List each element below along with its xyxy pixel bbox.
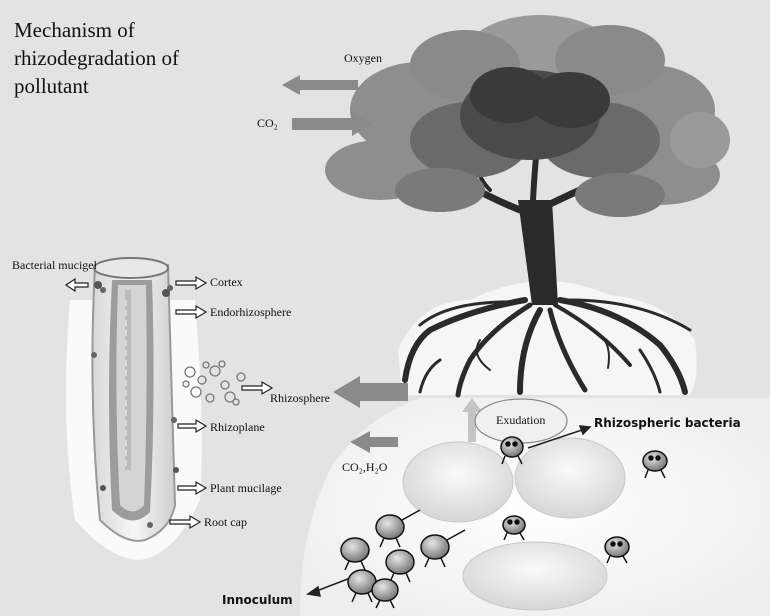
exudation-label: Exudation — [496, 413, 545, 428]
diagram-title: Mechanism of rhizodegradation of polluta… — [14, 16, 234, 100]
rhizoplane-label: Rhizoplane — [210, 420, 265, 435]
endorhizosphere-label: Endorhizosphere — [210, 305, 291, 320]
oxygen-arrow — [282, 75, 358, 95]
co2-h2o-label: CO₂,H₂O — [342, 460, 387, 475]
root-section — [66, 258, 202, 560]
root-cap-label: Root cap — [204, 515, 247, 530]
oxygen-label: Oxygen — [344, 51, 382, 66]
rhizospheric-bacteria-label: Rhizospheric bacteria — [594, 416, 741, 430]
cortex-label: Cortex — [210, 275, 243, 290]
tree-canopy — [325, 15, 730, 217]
bacterial-mucigel-label: Bacterial mucigel — [12, 258, 97, 273]
innoculum-label: Innoculum — [222, 593, 293, 607]
rhizosphere-label: Rhizosphere — [270, 391, 330, 406]
co2-label: CO₂ — [257, 116, 278, 131]
rhizosphere-arrow — [333, 376, 408, 408]
plant-mucilage-label: Plant mucilage — [210, 481, 282, 496]
